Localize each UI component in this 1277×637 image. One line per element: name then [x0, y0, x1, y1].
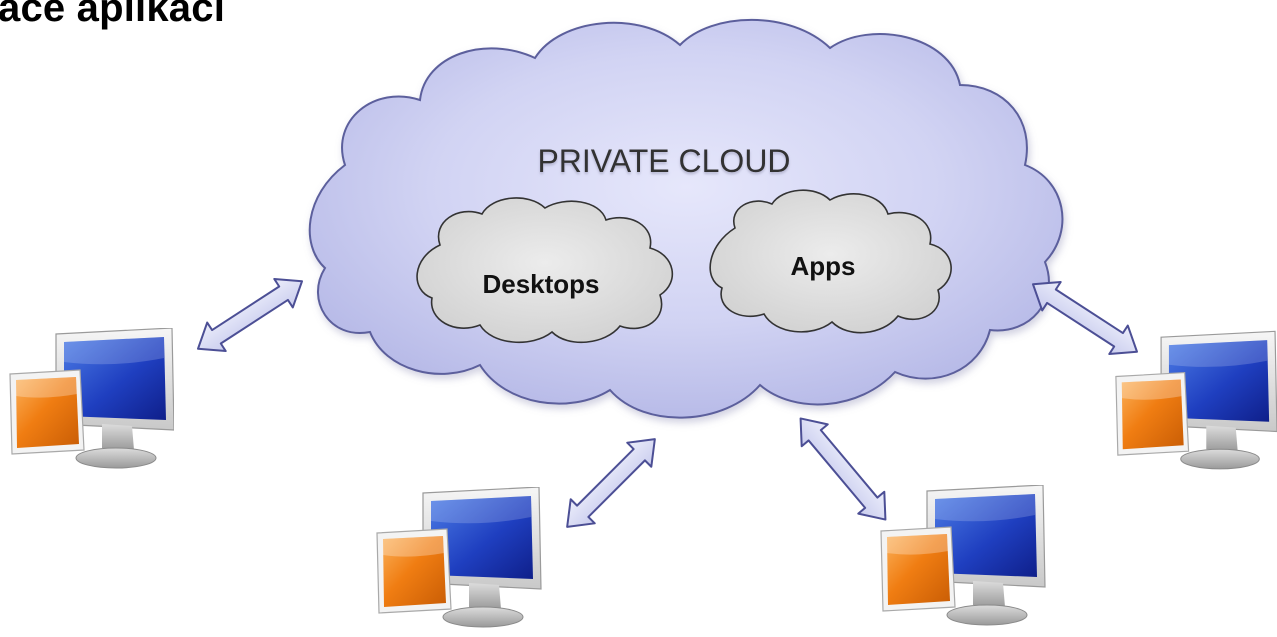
double-arrow-icon: [799, 417, 887, 521]
apps-cloud: Apps: [709, 189, 952, 334]
client-computer-bottom-left: [376, 487, 542, 628]
page-title: ace aplikací: [0, 0, 226, 30]
computer-monitor-icon: [1115, 330, 1277, 470]
private-cloud-label: PRIVATE CLOUD: [537, 143, 790, 179]
double-arrow-icon: [566, 438, 656, 528]
connector-arrow-left: [197, 277, 303, 353]
apps-cloud-shape: [709, 189, 952, 334]
computer-monitor-icon: [376, 487, 542, 628]
computer-monitor-icon: [880, 485, 1046, 626]
desktops-cloud-shape: [416, 197, 674, 344]
client-computer-right: [1115, 330, 1277, 470]
connector-arrow-bottom-left: [566, 438, 656, 528]
connector-arrow-right: [1032, 280, 1138, 356]
client-computer-bottom-right: [880, 485, 1046, 626]
double-arrow-icon: [1032, 280, 1138, 356]
computer-monitor-icon: [9, 328, 174, 469]
double-arrow-icon: [197, 277, 303, 353]
client-computer-left: [9, 328, 174, 469]
connector-arrow-bottom-right: [799, 417, 887, 521]
apps-label: Apps: [791, 251, 856, 281]
desktops-label: Desktops: [482, 269, 599, 299]
desktops-cloud: Desktops: [416, 197, 674, 344]
private-cloud-shape: [308, 18, 1064, 419]
